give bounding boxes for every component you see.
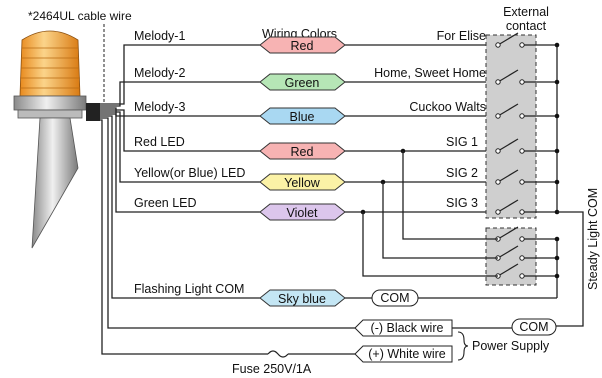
external-contact-box-upper [485, 32, 537, 219]
power-com-badge: COM [519, 320, 548, 334]
color-tag-melody-1: Red [259, 36, 346, 54]
svg-text:Green: Green [285, 76, 320, 90]
contact-switch [495, 199, 525, 215]
wire-label-red-led: Red LED [134, 135, 185, 149]
svg-text:Blue: Blue [289, 110, 314, 124]
power-supply-wires: (-) Black wire COM (+) White wire [267, 318, 557, 363]
signal-label-sig-1: SIG 1 [446, 135, 478, 149]
wire-label-green-led: Green LED [134, 196, 197, 210]
wire-label-melody-3: Melody-3 [134, 100, 185, 114]
signal-label-for-elise: For Elise [437, 29, 486, 43]
color-tag-green-led: Violet [259, 203, 346, 221]
signal-wires [345, 44, 498, 213]
signal-label-sig-2: SIG 2 [446, 166, 478, 180]
steady-light-com-path [556, 211, 584, 327]
svg-text:Sky blue: Sky blue [278, 292, 326, 306]
steady-light-com-label: Steady Light COM [586, 188, 600, 290]
flashing-com-badge: COM [380, 291, 409, 305]
wire-bundle [100, 44, 355, 355]
wire-label-flashing-com: Flashing Light COM [134, 282, 244, 296]
contact-switch [495, 103, 525, 119]
power-supply-label: Power Supply [472, 339, 550, 353]
white-wire-label: (+) White wire [368, 347, 445, 361]
wire-label-melody-1: Melody-1 [134, 29, 185, 43]
wire-label-melody-2: Melody-2 [134, 66, 185, 80]
external-contact-title-1: External [503, 5, 549, 19]
black-wire-label: (-) Black wire [371, 321, 444, 335]
signal-label-home-sweet-home: Home, Sweet Home [374, 66, 486, 80]
color-tag-melody-2: Green [259, 73, 346, 91]
cable-wire-label: *2464UL cable wire [28, 9, 132, 23]
contact-switch [495, 32, 525, 48]
external-contact-title-2: contact [506, 19, 547, 33]
svg-text:Red: Red [291, 145, 314, 159]
color-tag-flashing-com: Sky blue [259, 289, 346, 307]
signal-label-cuckoo-walts: Cuckoo Walts [409, 100, 486, 114]
fuse-label: Fuse 250V/1A [232, 362, 312, 376]
svg-text:Red: Red [291, 39, 314, 53]
svg-text:Yellow: Yellow [284, 176, 321, 190]
signal-light-device [13, 30, 100, 249]
wire-label-yellow-led: Yellow(or Blue) LED [134, 166, 245, 180]
led-branch-wires [360, 148, 560, 298]
flashing-com-path: COM [345, 289, 557, 307]
color-tag-melody-3: Blue [259, 107, 346, 125]
contact-switch [495, 69, 525, 85]
upper-box-common-bus [524, 42, 560, 215]
fuse-icon [267, 350, 289, 358]
color-tag-yellow-led: Yellow [259, 173, 346, 191]
svg-text:Violet: Violet [286, 206, 318, 220]
signal-label-sig-3: SIG 3 [446, 196, 478, 210]
color-tag-red-led: Red [259, 142, 346, 160]
